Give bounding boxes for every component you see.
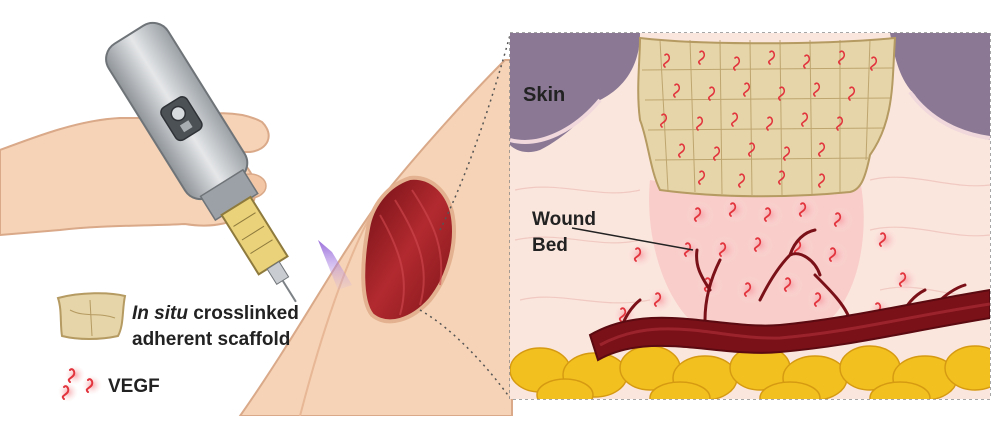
legend-scaffold-line2: adherent scaffold <box>132 329 290 350</box>
wound-bed-label-line1: Wound <box>532 209 596 230</box>
legend-scaffold-line1: In situ crosslinked <box>132 303 299 324</box>
fat-layer <box>510 346 993 414</box>
scaffold-patch-icon <box>638 38 895 196</box>
legend-vegf-label: VEGF <box>108 376 160 397</box>
vegf-squiggle-icon <box>58 365 102 402</box>
skin-label: Skin <box>523 84 565 106</box>
legend-scaffold-swatch <box>58 293 125 339</box>
wound-bed-label-line2: Bed <box>532 235 568 256</box>
inset-panel: Skin Wound Bed <box>510 33 993 414</box>
